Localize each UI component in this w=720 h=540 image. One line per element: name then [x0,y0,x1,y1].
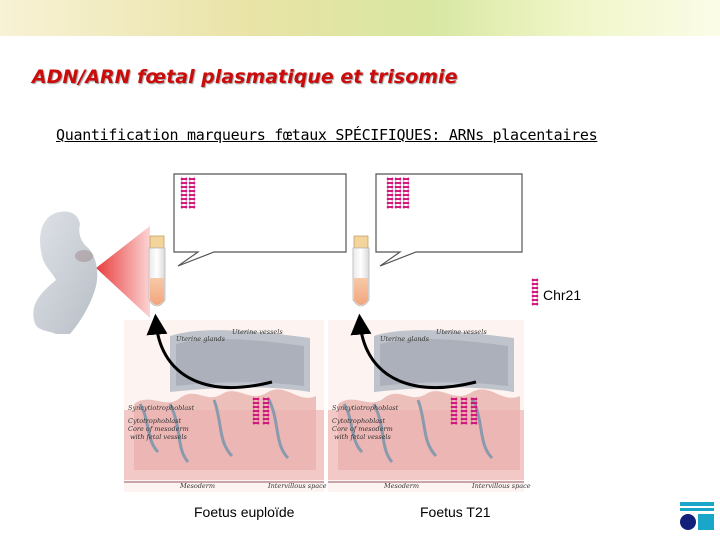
label-cytotrophoblast: Cytotrophoblast [332,417,386,425]
label-syncytiotrophoblast: Syncytiotrophoblast [128,404,195,412]
label-syncytiotrophoblast: Syncytiotrophoblast [332,404,399,412]
chromosome-plasma-0-0 [181,178,187,208]
label-core-of-mesoderm: Core of mesoderm [128,425,189,433]
label-uterine-vessels: Uterine vessels [232,328,283,336]
blood-tube-right [353,236,369,306]
label-intervillous-space: Intervillous space [267,482,327,490]
blood-tube-left [149,236,165,306]
chromosome-plasma-1-2 [403,178,409,208]
label-uterine-glands: Uterine glands [380,335,430,343]
panel-caption-right: Foetus T21 [420,504,491,520]
chr21-legend-label: Chr21 [543,287,581,303]
label-cytotrophoblast: Cytotrophoblast [128,417,182,425]
label-mesoderm: Mesoderm [383,482,419,490]
institution-logo [676,500,716,536]
label-uterine-glands: Uterine glands [176,335,226,343]
label-with-fetal-vessels: with fetal vessels [334,433,392,441]
panel-caption-left: Foetus euploïde [194,504,294,520]
label-intervillous-space: Intervillous space [471,482,531,490]
label-with-fetal-vessels: with fetal vessels [130,433,188,441]
label-uterine-vessels: Uterine vessels [436,328,487,336]
chromosome-plasma-0-1 [189,178,195,208]
label-core-of-mesoderm: Core of mesoderm [332,425,393,433]
chromosome-plasma-1-1 [395,178,401,208]
chromosome-plasma-1-0 [387,178,393,208]
chromosome-legend-icon [532,279,538,305]
label-mesoderm: Mesoderm [179,482,215,490]
